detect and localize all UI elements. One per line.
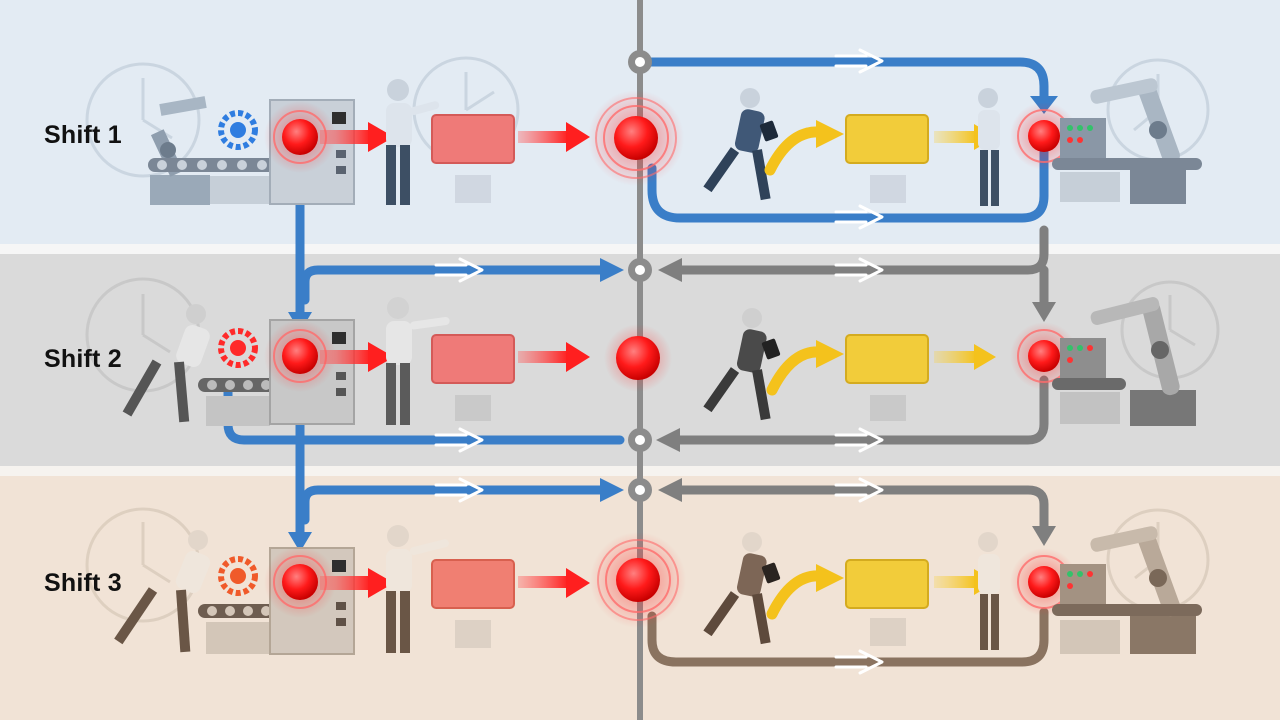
flow-return-bottom-shift-2: [665, 375, 1049, 445]
alert-box-shadow: [455, 175, 491, 203]
yellow-arrow: [934, 351, 976, 363]
worker-figure-icon: [386, 79, 440, 205]
red-arrowhead: [566, 342, 590, 372]
conveyor-icon: [198, 378, 278, 426]
alert-box-shadow: [455, 620, 491, 648]
task-box-shadow: [870, 175, 906, 203]
tablet-icon: [761, 338, 781, 360]
alarm-light-icon: [604, 324, 672, 392]
axis-junctions: [628, 50, 652, 502]
worker-figure-icon: [978, 532, 1000, 650]
flow-top-to-robot: [635, 57, 1049, 105]
yellow-arrowhead: [816, 120, 844, 148]
gear-alert-icon: [218, 556, 258, 596]
gear-alert-icon: [218, 110, 258, 150]
yellow-arrow: [934, 576, 976, 588]
worker-figure-icon: [978, 88, 1000, 206]
red-arrowhead: [566, 568, 590, 598]
worker-figure-icon: [703, 88, 771, 201]
red-arrow: [518, 351, 568, 363]
red-arrowhead: [566, 122, 590, 152]
worker-figure-icon: [386, 525, 449, 653]
robot-arm-icon: [1090, 297, 1196, 426]
flow-handoff-shift-2: [300, 265, 611, 305]
conveyor-icon: [1052, 604, 1202, 616]
robot-arm-icon: [1090, 526, 1196, 654]
yellow-arrow: [766, 570, 826, 620]
red-arrowhead: [368, 342, 394, 372]
flow-handoff-shift-3: [300, 485, 611, 525]
alarm-light-icon: [588, 90, 684, 186]
conveyor-icon: [148, 158, 276, 204]
yellow-arrowhead: [816, 340, 844, 368]
conveyor-icon: [1052, 158, 1202, 170]
flow-return-shift-3: [671, 485, 1049, 535]
conveyor-icon: [198, 604, 278, 654]
yellow-arrow: [766, 346, 826, 396]
lane-row-shift-2: [122, 297, 1196, 426]
clock-icon: [85, 62, 201, 178]
alert-box: [431, 559, 515, 609]
tablet-icon: [759, 120, 779, 142]
red-arrowhead: [368, 122, 394, 152]
task-box: [845, 114, 929, 164]
tablet-icon: [761, 562, 781, 584]
worker-figure-icon: [703, 532, 771, 645]
flow-return-shift-2: [671, 225, 1049, 275]
alarm-light-icon: [590, 532, 686, 628]
task-box-shadow: [870, 395, 906, 421]
red-arrow: [320, 130, 370, 144]
lane-row-shift-1: [148, 78, 1202, 206]
yellow-arrowhead: [816, 564, 844, 592]
gear-alert-icon: [218, 328, 258, 368]
worker-figure-icon: [386, 297, 450, 425]
lane-label-shift-1: Shift 1: [44, 121, 122, 149]
task-box-shadow: [870, 618, 906, 646]
task-box: [845, 559, 929, 609]
worker-figure-icon: [122, 304, 210, 423]
yellow-arrowhead: [974, 344, 996, 370]
yellow-arrow: [764, 126, 826, 176]
worker-figure-icon: [703, 308, 771, 421]
alarm-light-icon: [264, 101, 336, 173]
flow-bottom-loop-shift-1: [647, 147, 1049, 223]
direction-arrows: [434, 48, 884, 675]
lane-row-shift-3: [114, 525, 1202, 655]
lane-label-shift-2: Shift 2: [44, 345, 122, 373]
alarm-light-icon: [264, 320, 336, 392]
flow-bottom-loop-shift-3: [647, 607, 1049, 667]
red-arrow: [320, 350, 370, 364]
red-arrow: [518, 131, 568, 143]
flow-arrowheads: [288, 96, 1058, 552]
lane-label-shift-3: Shift 3: [44, 569, 122, 597]
worker-figure-icon: [114, 530, 211, 653]
yellow-arrow: [934, 131, 976, 143]
alert-box-shadow: [455, 395, 491, 421]
red-arrow: [518, 576, 568, 588]
red-arrow: [320, 576, 370, 590]
alert-box: [431, 114, 515, 164]
conveyor-icon: [1052, 378, 1126, 390]
alarm-light-icon: [264, 546, 336, 618]
task-box: [845, 334, 929, 384]
red-arrowhead: [368, 568, 394, 598]
alert-box: [431, 334, 515, 384]
